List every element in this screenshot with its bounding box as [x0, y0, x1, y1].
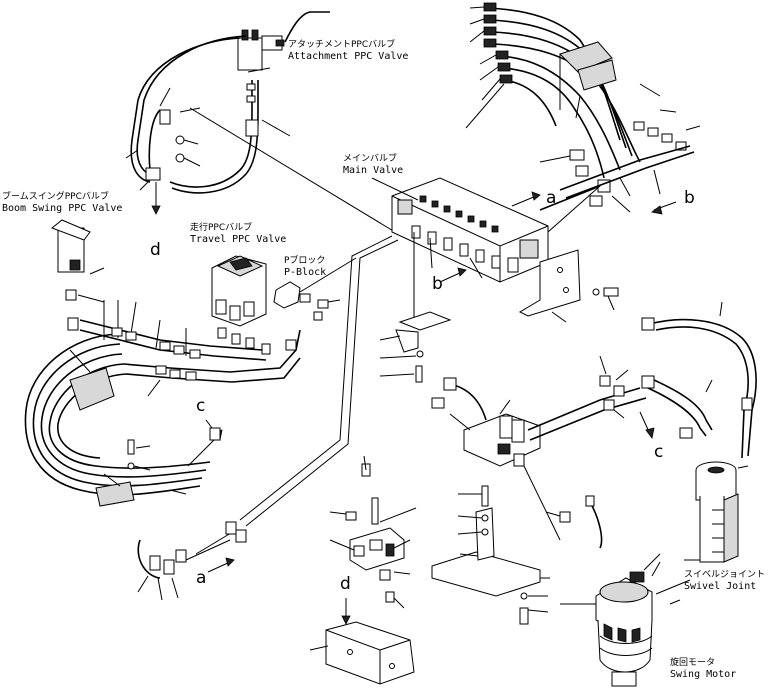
p-block-label: Pブロック P-Block	[284, 256, 326, 278]
top-right-hose-bundle	[487, 7, 641, 179]
boom-swing-ppc-valve-jp: ブームスイングPPCバルブ	[2, 192, 109, 202]
swing-motor-part	[560, 553, 691, 687]
right-center-valve	[431, 355, 647, 541]
attachment-fittings	[145, 83, 259, 181]
connection-letter-a-main: a	[546, 188, 557, 208]
attachment-ppc-valve-en: Attachment PPC Valve	[288, 51, 409, 62]
small-bracket	[379, 311, 452, 383]
travel-ppc-valve-en: Travel PPC Valve	[190, 234, 287, 245]
attachment-ppc-valve-label: アタッチメントPPCバルブ Attachment PPC Valve	[288, 40, 408, 62]
travel-ppc-valve-jp: 走行PPCバルブ	[190, 223, 253, 233]
small-hose-pieces	[545, 495, 603, 549]
main-valve-bracket	[518, 249, 619, 323]
arrow-b-right	[651, 201, 677, 215]
p-block-en: P-Block	[284, 267, 327, 278]
swing-motor-en: Swing Motor	[670, 669, 737, 680]
arrow-a-main	[511, 191, 541, 207]
travel-ppc-valve-label: 走行PPCバルブ Travel PPC Valve	[190, 223, 286, 245]
main-valve-en: Main Valve	[343, 165, 404, 176]
pilot-lines	[239, 235, 399, 527]
arrow-a-bottom	[207, 557, 235, 573]
swivel-joint-en: Swivel Joint	[684, 581, 757, 592]
attachment-leaders	[125, 67, 291, 191]
left-hose-bundle	[24, 333, 211, 507]
swivel-joint-part	[684, 461, 739, 563]
main-valve-jp: メインバルブ	[343, 154, 398, 164]
travel-fittings-row	[111, 327, 297, 381]
swivel-joint-jp: スイベルジョイント	[684, 570, 766, 580]
arrow-d-left	[151, 182, 161, 215]
main-valve-label: メインバルブ Main Valve	[343, 154, 403, 176]
attachment-ppc-valve-part	[237, 29, 285, 71]
swing-motor-label: 旋回モータ Swing Motor	[670, 658, 736, 680]
connection-letter-b-main: b	[432, 274, 443, 294]
center-solenoid-block	[329, 455, 417, 609]
arrow-c-right	[639, 411, 655, 439]
right-valve-bracket	[431, 485, 550, 625]
connection-letter-c-left: c	[196, 396, 206, 416]
arrow-c-left	[187, 419, 223, 467]
attachment-ppc-valve-jp: アタッチメントPPCバルブ	[288, 40, 396, 50]
main-valve-leaders	[371, 177, 483, 318]
bottom-plate-bracket	[309, 621, 415, 685]
boom-swing-ppc-valve-en: Boom Swing PPC Valve	[2, 203, 123, 214]
connection-letter-d-left: d	[150, 240, 161, 260]
connection-letter-a-bottom: a	[196, 568, 207, 588]
bottom-left-fittings	[137, 521, 247, 601]
travel-ppc-valve-part	[211, 255, 271, 355]
swing-motor-jp: 旋回モータ	[670, 658, 716, 668]
connection-letter-d-bottom: d	[340, 574, 351, 594]
arrow-b-main	[439, 267, 467, 283]
p-block-jp: Pブロック	[284, 256, 326, 266]
p-block-part	[273, 257, 357, 321]
swivel-joint-label: スイベルジョイント Swivel Joint	[684, 570, 765, 592]
swivel-hoses	[641, 301, 757, 469]
arrow-d-bottom	[341, 598, 351, 625]
main-valve-part	[391, 177, 549, 283]
connection-letter-b-right: b	[684, 188, 695, 208]
left-bolts	[103, 439, 187, 495]
top-right-fittings	[465, 2, 581, 129]
boom-swing-ppc-valve-label: ブームスイングPPCバルブ Boom Swing PPC Valve	[2, 192, 122, 214]
boom-swing-ppc-valve-part	[51, 219, 105, 331]
connection-letter-c-right: c	[654, 442, 664, 462]
right-side-fittings	[539, 83, 701, 213]
